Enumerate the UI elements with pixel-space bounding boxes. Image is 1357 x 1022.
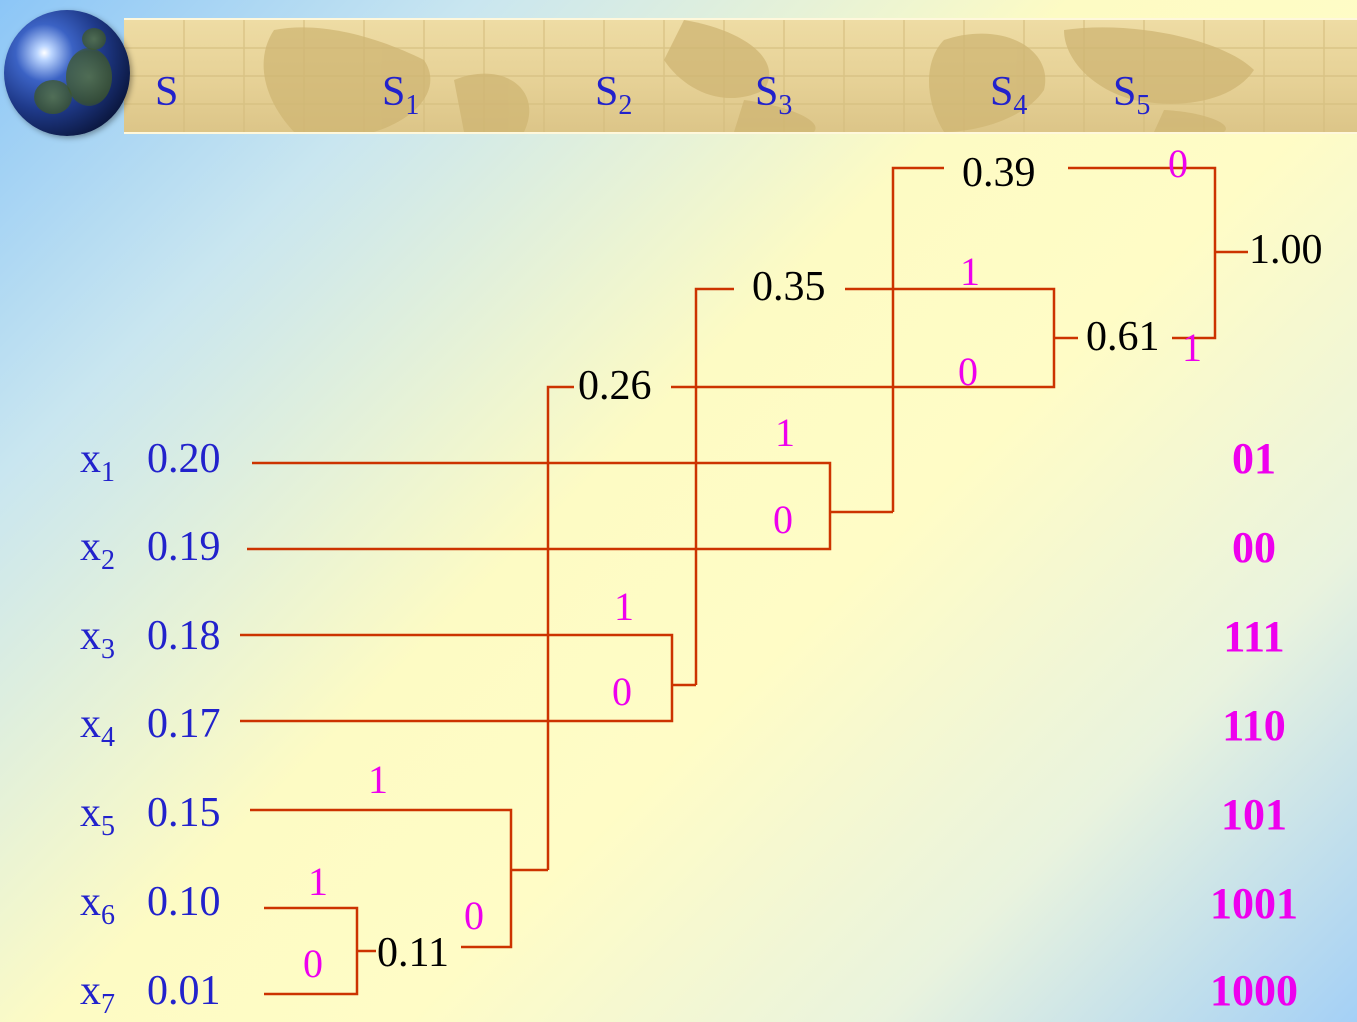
code-x4: 110 (1222, 701, 1286, 750)
bit-x5: 1 (368, 757, 388, 802)
symbol-x3: x3 (80, 613, 115, 665)
prob-x4: 0.17 (147, 701, 221, 747)
stage-label-s5: S5 (1113, 69, 1151, 121)
stage-label-s1: S1 (382, 69, 420, 121)
tree-connectors (240, 166, 1248, 996)
symbol-x5: x5 (80, 790, 115, 842)
branch-0.35 (845, 287, 1056, 338)
symbol-x7: x7 (80, 968, 115, 1020)
code-x1: 01 (1232, 434, 1276, 483)
node-0.61: 0.61 (1086, 314, 1160, 360)
bit-0.26: 0 (958, 349, 978, 394)
banner-map-grid (124, 20, 1357, 132)
bit-x2: 0 (773, 497, 793, 542)
bit-0.61: 1 (1182, 325, 1202, 370)
globe-icon (4, 10, 130, 136)
code-x2: 00 (1232, 523, 1276, 572)
prob-x1: 0.20 (147, 436, 221, 482)
node-0.39: 0.39 (962, 150, 1036, 196)
prob-x3: 0.18 (147, 613, 221, 659)
bit-x1: 1 (775, 410, 795, 455)
bit-x3: 1 (614, 584, 634, 629)
branch-0.61 (1172, 252, 1217, 340)
branch-x2 (247, 512, 832, 551)
node-0.26: 0.26 (578, 363, 652, 409)
symbol-x2: x2 (80, 524, 115, 576)
prob-x6: 0.10 (147, 879, 221, 925)
node-1.00: 1.00 (1249, 227, 1323, 273)
branch-x7 (264, 951, 359, 996)
prob-x7: 0.01 (147, 968, 221, 1014)
bit-0.39: 0 (1168, 141, 1188, 186)
branch-x5 (250, 808, 513, 870)
bit-x4: 0 (612, 669, 632, 714)
node-0.35: 0.35 (752, 264, 826, 310)
stage-label-s: S (155, 69, 179, 115)
bit-0.35: 1 (960, 249, 980, 294)
symbol-x6: x6 (80, 879, 115, 931)
branch-0.39 (1068, 166, 1217, 252)
riser-0.35 (694, 287, 734, 685)
branch-x1 (252, 461, 832, 512)
node-0.11: 0.11 (377, 930, 449, 976)
branch-x6 (264, 906, 359, 951)
code-x5: 101 (1221, 790, 1287, 839)
branch-x4 (240, 685, 674, 723)
symbol-x4: x4 (80, 701, 115, 753)
bit-x7: 0 (303, 941, 323, 986)
branch-x3 (240, 633, 674, 685)
branch-0.11 (461, 870, 513, 949)
prob-x5: 0.15 (147, 790, 221, 836)
prob-x2: 0.19 (147, 524, 221, 570)
bit-0.11: 0 (464, 893, 484, 938)
code-x6: 1001 (1210, 879, 1298, 928)
riser-0.26 (546, 385, 574, 870)
code-x3: 111 (1223, 612, 1285, 661)
stage-label-s3: S3 (755, 69, 793, 121)
bit-x6: 1 (308, 859, 328, 904)
code-x7: 1000 (1210, 966, 1298, 1015)
riser-0.39 (891, 166, 944, 512)
stage-label-s2: S2 (595, 69, 633, 121)
header-banner (124, 18, 1357, 134)
symbol-x1: x1 (80, 436, 115, 488)
stage-label-s4: S4 (990, 69, 1028, 121)
branch-0.26 (671, 338, 1056, 389)
